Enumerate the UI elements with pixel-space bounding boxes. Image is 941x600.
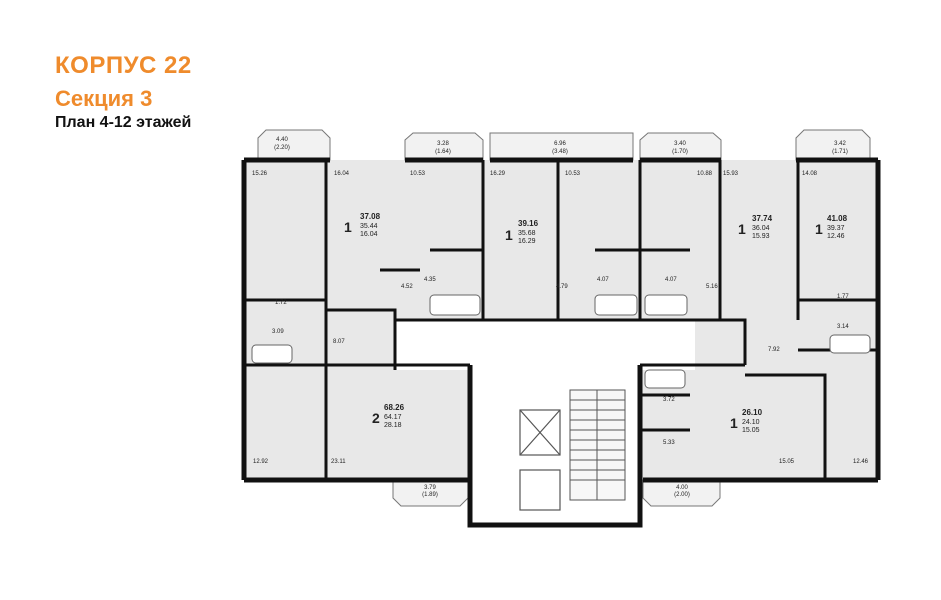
apartment-total-area: 37.08 [360,212,381,221]
balcony-3-reduced-area: (3.48) [552,149,568,155]
balcony-2-reduced-area: (1.64) [435,149,451,155]
apartment-living-area: 36.04 [752,225,770,232]
balcony-7-area: 4.00 [676,485,688,491]
balcony-7-reduced-area: (2.00) [674,492,690,498]
apartment-labels: 1 37.08 35.44 16.04 1 39.16 35.68 16.29 … [344,212,848,434]
room-area: 12.46 [853,459,869,465]
apartment-total-area: 41.08 [827,214,848,223]
room-area: 8.07 [333,339,345,345]
room-area: 7.92 [768,347,780,353]
apartment-total-area: 37.74 [752,214,773,223]
room-area: 15.05 [779,459,795,465]
corridor [395,320,695,370]
entrance-porch [466,525,641,560]
apartment-total-area: 39.16 [518,219,539,228]
apartment-living-area: 24.10 [742,419,760,426]
apartment-rooms: 1 [730,415,738,431]
apartment-living-area: 39.37 [827,225,845,232]
balcony-1 [257,129,331,161]
balcony-5-area: 3.42 [834,141,846,147]
building-title: КОРПУС 22 [55,52,192,79]
apartment-reduced-area: 15.05 [742,427,760,434]
room-area: 5.33 [663,440,675,446]
apartment-rooms: 1 [344,219,352,235]
room-area: 4.07 [665,277,677,283]
apartment-rooms: 1 [738,221,746,237]
balcony-5-reduced-area: (1.71) [832,149,848,155]
room-area: 3.72 [663,397,675,403]
apartment-rooms: 2 [372,410,380,426]
room-area: 10.53 [410,171,426,177]
apartment-3-label: 1 37.74 36.04 15.93 [738,214,773,240]
room-area: 1.77 [837,294,849,300]
balcony-6-area: 3.79 [424,485,436,491]
apartment-4-label: 1 41.08 39.37 12.46 [815,214,848,240]
area-labels: 4.40 (2.20) 3.28 (1.64) 6.96 (3.48) 3.40… [252,137,869,498]
room-area: 10.88 [697,171,713,177]
apartment-reduced-area: 12.46 [827,233,845,240]
balconies [257,129,871,507]
bathtubs [251,294,871,389]
room-area: 3.09 [272,329,284,335]
room-area: 1.72 [275,300,287,306]
apartment-living-area: 35.44 [360,223,378,230]
room-area: 4.07 [597,277,609,283]
room-area: 4.35 [424,277,436,283]
balcony-5 [795,129,871,161]
stair-flights [569,389,626,501]
room-area: 14.08 [802,171,818,177]
room-area: 16.04 [334,171,350,177]
apartment-rooms: 1 [815,221,823,237]
elevator-shafts [519,409,561,511]
apartment-total-area: 68.26 [384,403,405,412]
outer-walls [241,157,881,528]
balcony-4-reduced-area: (1.70) [672,149,688,155]
apartment-reduced-area: 16.04 [360,231,378,238]
balcony-1-reduced-area: (2.20) [274,145,290,151]
balcony-3-area: 6.96 [554,141,566,147]
balcony-1-area: 4.40 [276,137,288,143]
room-area: 15.93 [723,171,739,177]
apartment-1-label: 1 37.08 35.44 16.04 [344,212,381,238]
apartment-rooms: 1 [505,227,513,243]
interior-walls [244,160,878,480]
apartment-5-label: 2 68.26 64.17 28.18 [372,403,405,429]
room-area: 23.11 [331,459,346,465]
balcony-2-area: 3.28 [437,141,449,147]
room-area: 4.79 [556,284,568,290]
room-area: 16.29 [490,171,506,177]
apartment-living-area: 35.68 [518,230,536,237]
apartment-2-label: 1 39.16 35.68 16.29 [505,219,539,245]
section-title: Секция 3 [55,86,153,111]
floor-plan-subtitle: План 4-12 этажей [55,114,192,131]
balcony-4-area: 3.40 [674,141,686,147]
room-area: 3.14 [837,324,849,330]
apartment-reduced-area: 16.29 [518,238,536,245]
balcony-6-reduced-area: (1.89) [422,492,438,498]
apartment-reduced-area: 15.93 [752,233,770,240]
apartment-reduced-area: 28.18 [384,422,402,429]
apartment-6-label: 1 26.10 24.10 15.05 [730,408,763,434]
room-area: 4.52 [401,284,413,290]
room-area: 12.92 [253,459,269,465]
room-area: 15.26 [252,171,268,177]
apartment-total-area: 26.10 [742,408,763,417]
apartment-living-area: 64.17 [384,414,402,421]
room-area: 10.53 [565,171,581,177]
room-area: 5.16 [706,284,718,290]
